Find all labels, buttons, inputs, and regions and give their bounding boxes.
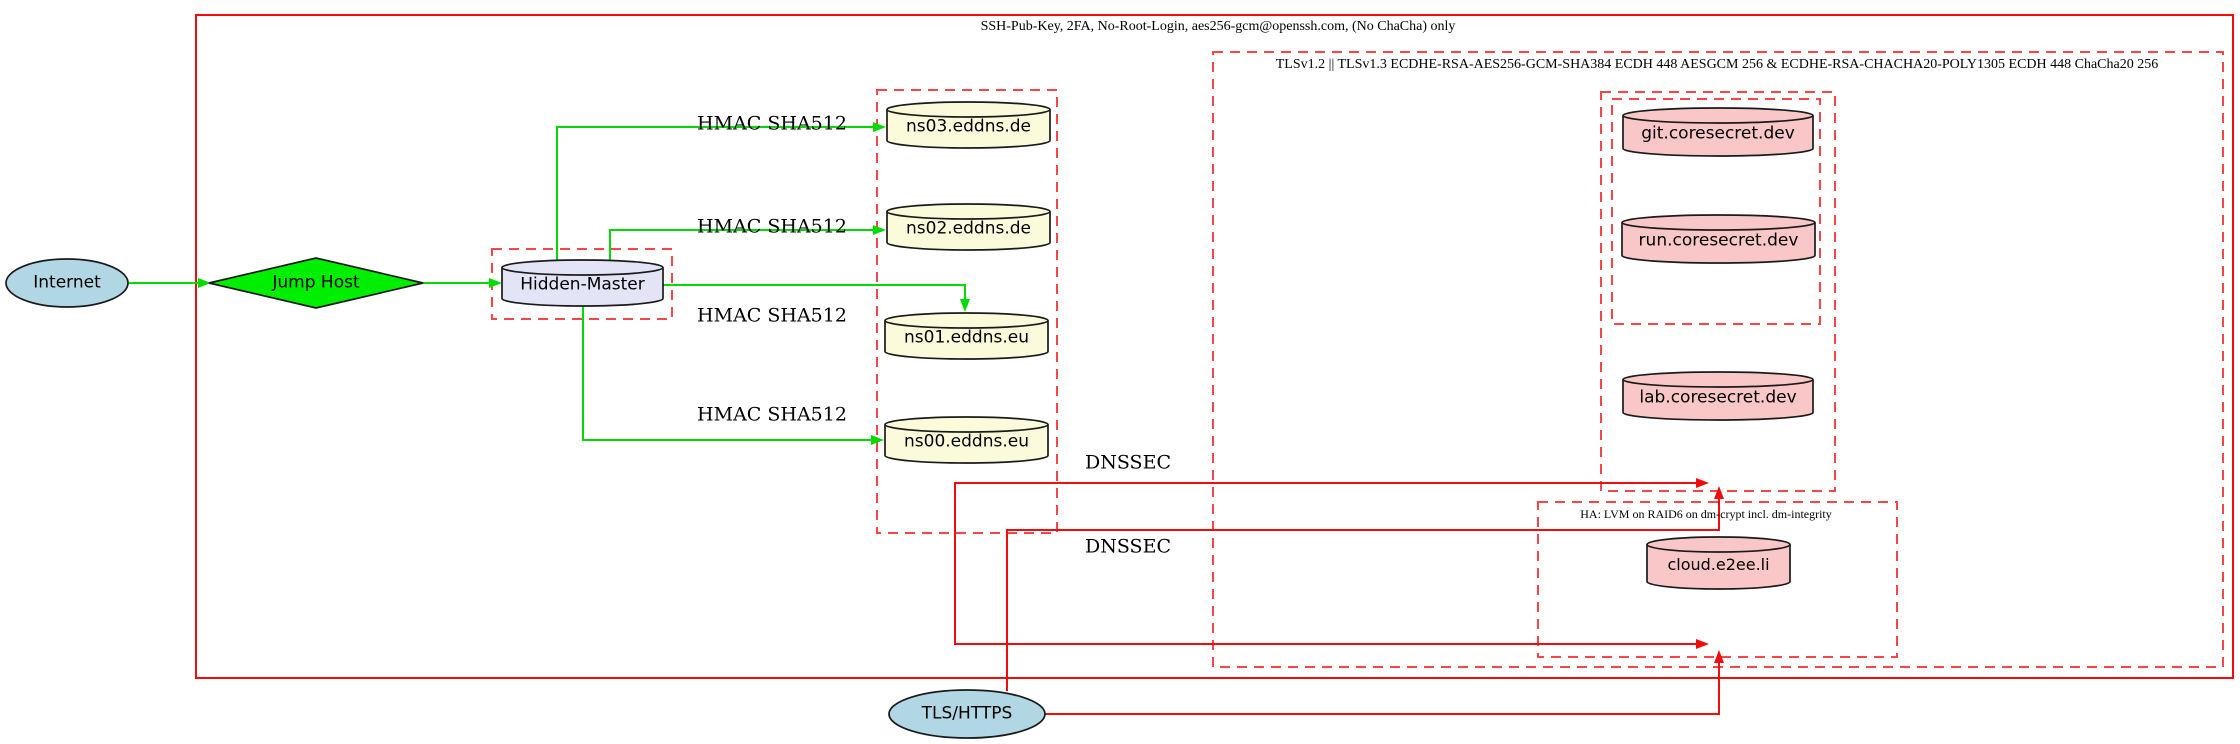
node-tls-https	[888, 689, 1046, 739]
node-hidden-master-lid	[501, 267, 664, 276]
node-lab	[1622, 371, 1814, 421]
node-ns03-label: ns03.eddns.de	[906, 116, 1031, 137]
edge-label-dnssec-2: DNSSEC	[1085, 535, 1171, 558]
node-ns00-lid	[884, 424, 1049, 433]
edge-tlshttps-ha-arrowhead-0	[1714, 650, 1724, 663]
node-ns03	[886, 101, 1051, 149]
ha-box-label: HA: LVM on RAID6 on dm-crypt incl. dm-in…	[1580, 507, 1832, 521]
edge-dnssec-lower	[1006, 499, 1720, 691]
edge-dnssec-upper-arrowhead-0	[1696, 478, 1709, 488]
cluster-eddns-box	[876, 89, 1058, 534]
node-git-lid	[1622, 115, 1814, 124]
edge-label-hmac-ns01: HMAC SHA512	[697, 304, 847, 327]
tls-box-label: TLSv1.2 || TLSv1.3 ECDHE-RSA-AES256-GCM-…	[1275, 57, 2159, 72]
edge-label-hmac-ns02: HMAC SHA512	[697, 215, 847, 238]
edge-hiddenmaster-ns02-arrowhead-0	[873, 225, 886, 235]
node-lab-lid	[1622, 379, 1814, 388]
edge-hiddenmaster-ns00-arrowhead-0	[871, 435, 884, 445]
node-hidden-master	[501, 259, 664, 307]
edge-tlshttps-ha	[1045, 663, 1720, 715]
node-cloud-lid	[1646, 544, 1791, 553]
node-ns01	[884, 312, 1049, 360]
node-internet	[5, 258, 129, 308]
edge-hiddenmaster-ns02	[609, 229, 873, 261]
node-ns03-lid	[886, 109, 1051, 118]
edge-label-dnssec-1: DNSSEC	[1085, 451, 1171, 474]
node-ns02	[886, 203, 1051, 251]
node-jump-host-label: Jump Host	[272, 272, 360, 293]
node-internet-label: Internet	[33, 272, 101, 293]
node-lab-label: lab.coresecret.dev	[1639, 387, 1797, 408]
node-cloud	[1646, 536, 1791, 590]
edge-label-hmac-ns03: HMAC SHA512	[697, 112, 847, 135]
node-run	[1621, 214, 1816, 264]
edge-hiddenmaster-ns03	[556, 126, 873, 261]
cluster-outer-ssh-box	[195, 14, 2234, 679]
node-ns01-label: ns01.eddns.eu	[904, 327, 1029, 348]
edge-label-hmac-ns00: HMAC SHA512	[697, 403, 847, 426]
node-ns02-label: ns02.eddns.de	[906, 218, 1031, 239]
edge-dnssec-lower-arrowhead-0	[1714, 486, 1724, 499]
node-git	[1622, 107, 1814, 157]
node-ns01-lid	[884, 320, 1049, 329]
edge-hiddenmaster-ns00	[582, 306, 871, 441]
edge-hiddenmaster-ns01-arrowhead-0	[960, 299, 970, 312]
node-ns02-lid	[886, 211, 1051, 220]
node-git-label: git.coresecret.dev	[1641, 123, 1795, 144]
edge-jumphost-hiddenmaster-arrowhead-0	[489, 278, 502, 288]
edge-internet-jumphost-arrowhead-0	[198, 278, 211, 288]
edge-hiddenmaster-ns03-arrowhead-0	[873, 122, 886, 132]
edge-dnssec-upper-arrowhead-1	[1696, 639, 1709, 649]
edge-hiddenmaster-ns01	[663, 284, 966, 299]
node-ns00	[884, 416, 1049, 464]
node-run-label: run.coresecret.dev	[1638, 230, 1799, 251]
node-run-lid	[1621, 222, 1816, 231]
node-ns00-label: ns00.eddns.eu	[904, 431, 1029, 452]
outer-box-label: SSH-Pub-Key, 2FA, No-Root-Login, aes256-…	[980, 19, 1456, 34]
cluster-ha-box	[1537, 501, 1898, 658]
node-tls-https-label: TLS/HTTPS	[921, 703, 1013, 724]
node-hidden-master-label: Hidden-Master	[520, 274, 645, 295]
cluster-gitrun-box	[1611, 98, 1821, 325]
node-cloud-label: cloud.e2ee.li	[1667, 555, 1770, 574]
edge-dnssec-upper	[954, 482, 1696, 645]
node-jump-host	[208, 257, 424, 309]
